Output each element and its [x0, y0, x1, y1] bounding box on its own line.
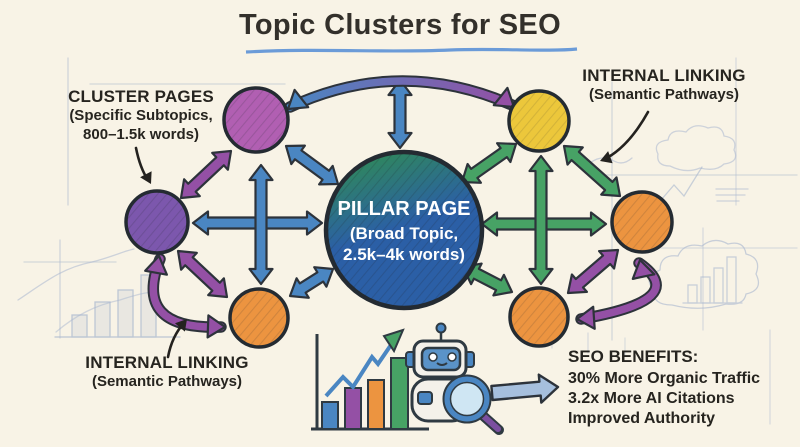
curved-arrowhead — [206, 314, 227, 339]
seo-benefit-item: 30% More Organic Traffic — [568, 370, 761, 387]
page-title: Topic Clusters for SEO — [239, 9, 561, 41]
seo-benefits-block: SEO BENEFITS: 30% More Organic Traffic 3… — [568, 347, 788, 429]
link-left-bottomleft — [176, 249, 229, 299]
growth-chart-icon — [311, 328, 429, 431]
cloud-bar-chart-sketch — [648, 239, 760, 309]
robot-eye — [447, 352, 457, 362]
line-chart-sketch — [654, 166, 703, 208]
cluster-pages-heading: CLUSTER PAGES — [68, 87, 214, 106]
internal-linking-bottom-heading: INTERNAL LINKING — [85, 353, 249, 372]
trend-arrowhead — [382, 328, 405, 354]
cluster-pages-sub1: (Specific Subtopics, — [69, 107, 213, 124]
annotation-arrow-internal-top — [601, 110, 650, 162]
curved-arrowhead — [492, 86, 516, 109]
cluster-pages-label: CLUSTER PAGES (Specific Subtopics, 800–1… — [26, 87, 256, 144]
crayon-texture — [224, 88, 288, 152]
crayon-texture — [126, 191, 188, 253]
wavy-line-sketch — [589, 157, 633, 164]
link-topright-bottomright — [528, 154, 554, 286]
link-pillar-bottomleft — [288, 266, 335, 299]
wavy-line-sketch — [17, 248, 135, 301]
cloud-sketch-icon — [655, 125, 737, 172]
robot-mouth — [436, 362, 448, 366]
annotation-arrow-cluster-pages-head — [140, 171, 152, 184]
crayon-texture — [509, 91, 569, 151]
internal-linking-bottom-label: INTERNAL LINKING (Semantic Pathways) — [57, 353, 277, 391]
right-arrow-icon — [490, 373, 560, 404]
internal-linking-top-sub: (Semantic Pathways) — [588, 86, 740, 103]
link-top-vertical — [387, 78, 413, 150]
pillar-label: PILLAR PAGE (Broad Topic, 2.5k–4k words) — [338, 198, 471, 264]
curved-link-top — [286, 77, 516, 111]
curved-arrowhead — [575, 305, 596, 330]
background-sketch-layer — [17, 57, 798, 425]
link-pillar-bottomright — [461, 262, 514, 297]
annotation-arrow-internal-bottom-head — [175, 319, 187, 332]
wavy-line-sketch — [55, 291, 153, 333]
pillar-heading: PILLAR PAGE — [338, 198, 471, 220]
internal-linking-top-heading: INTERNAL LINKING — [582, 66, 746, 85]
title-underline — [245, 47, 578, 54]
link-topleft-pillar — [284, 144, 340, 186]
trend-line — [324, 337, 397, 398]
annotation-arrow-internal-top-head — [600, 151, 613, 164]
internal-linking-top-label: INTERNAL LINKING (Semantic Pathways) — [554, 66, 774, 104]
crayon-texture — [612, 192, 672, 252]
nodes-layer: PILLAR PAGE (Broad Topic, 2.5k–4k words) — [124, 86, 674, 349]
seo-benefit-item: 3.2x More AI Citations — [568, 390, 735, 407]
robot-eye — [428, 352, 438, 362]
seo-benefits-heading: SEO BENEFITS: — [568, 347, 699, 366]
pillar-subtext: 2.5k–4k words) — [343, 245, 465, 264]
cluster-pages-sub2: 800–1.5k words) — [83, 126, 199, 143]
seo-benefit-item: Improved Authority — [568, 410, 715, 427]
crayon-texture — [230, 289, 288, 347]
internal-linking-bottom-sub: (Semantic Pathways) — [91, 373, 243, 390]
magnifying-glass-icon — [442, 374, 504, 435]
crayon-texture — [326, 152, 482, 308]
link-left-topleft — [179, 149, 233, 200]
curved-arrowhead — [631, 258, 656, 280]
link-topright-pillar — [460, 142, 518, 184]
crayon-texture — [510, 288, 568, 346]
link-arrows-layer — [134, 75, 662, 404]
curved-arrowhead — [144, 254, 168, 276]
pillar-subtext: (Broad Topic, — [350, 224, 458, 243]
icons-layer — [311, 322, 504, 435]
curved-arrowhead — [286, 88, 310, 111]
link-right-bottomright — [566, 248, 620, 295]
bar-chart-sketch-left — [54, 274, 181, 338]
robot-chest-panel — [417, 391, 433, 405]
link-topleft-bottomleft — [248, 163, 274, 286]
link-topright-right — [562, 144, 622, 198]
